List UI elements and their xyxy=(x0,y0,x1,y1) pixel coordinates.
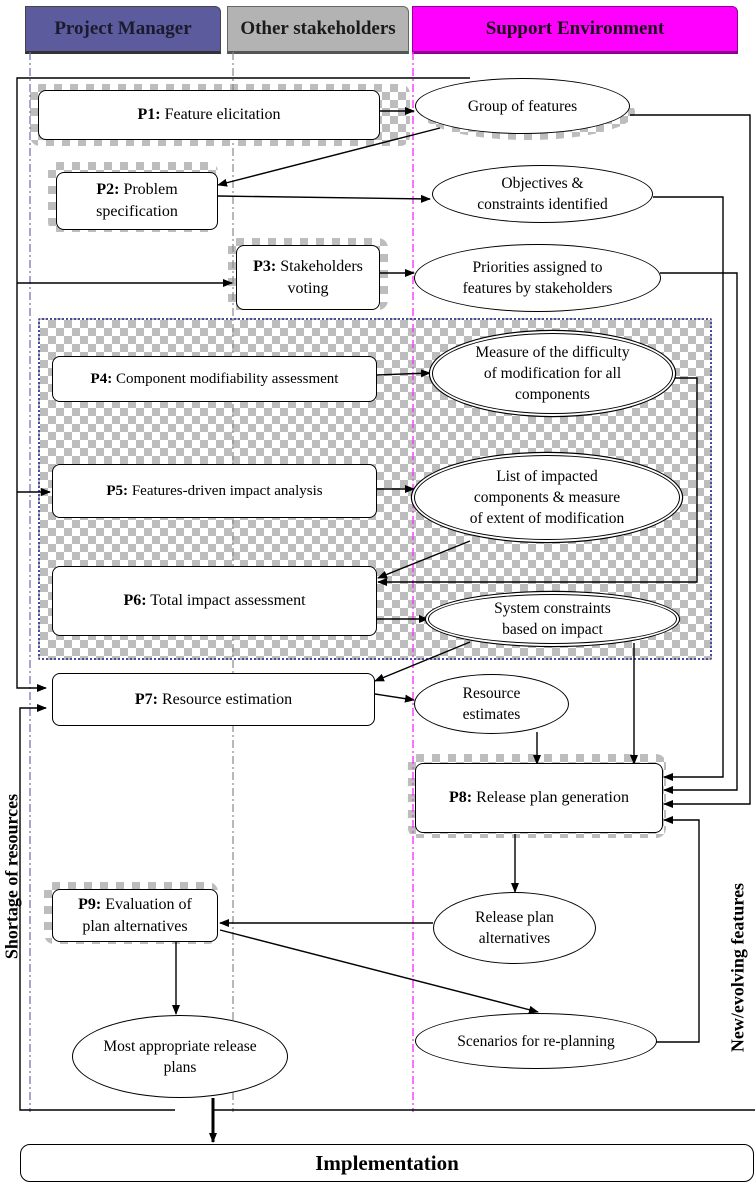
p4-component-modifiability[interactable]: P4: Component modifiability assessment xyxy=(52,356,377,402)
p4-text: Component modifiability assessment xyxy=(115,371,339,387)
implementation-label: Implementation xyxy=(315,1150,459,1175)
system-constraints-line2: based on impact xyxy=(502,621,603,638)
most-appropriate-line2: plans xyxy=(163,1058,197,1076)
shortage-of-resources-label: Shortage of resources xyxy=(2,777,23,977)
artifact-system-constraints[interactable]: System constraints based on impact xyxy=(428,594,677,644)
difficulty-line3: components xyxy=(515,386,590,403)
release-alternatives-line2: alternatives xyxy=(478,930,551,947)
shortage-of-resources-text: Shortage of resources xyxy=(1,793,22,960)
p3-text-line2: voting xyxy=(287,279,329,297)
artifact-difficulty-measure[interactable]: Measure of the difficulty of modification… xyxy=(432,333,673,414)
lane-header-other-stakeholders-label: Other stakeholders xyxy=(240,18,396,39)
p8-text: Release plan generation xyxy=(476,789,629,806)
p6-id: P6: xyxy=(123,592,147,609)
p1-text: Feature elicitation xyxy=(164,106,281,123)
p6-total-impact-assessment[interactable]: P6: Total impact assessment xyxy=(52,566,377,636)
resource-estimates-line2: estimates xyxy=(462,706,521,723)
p9-text-line1: Evaluation of xyxy=(105,895,192,913)
priorities-line2: features by stakeholders xyxy=(462,280,613,297)
most-appropriate-line1: Most appropriate release xyxy=(103,1037,257,1055)
system-constraints-line1: System constraints xyxy=(494,600,611,617)
lane-header-support-environment: Support Environment xyxy=(412,6,738,54)
artifact-objectives-constraints[interactable]: Objectives & constraints identified xyxy=(432,165,653,223)
p6-text: Total impact assessment xyxy=(150,592,306,609)
implementation-box[interactable]: Implementation xyxy=(20,1144,754,1182)
p9-evaluation-of-alternatives[interactable]: P9: Evaluation of plan alternatives xyxy=(52,889,218,942)
p1-feature-elicitation[interactable]: P1: Feature elicitation xyxy=(38,90,380,140)
objectives-line1: Objectives & xyxy=(501,175,584,192)
p8-release-plan-generation[interactable]: P8: Release plan generation xyxy=(415,763,663,833)
artifact-impacted-components[interactable]: List of impacted components & measure of e… xyxy=(414,455,680,540)
artifact-resource-estimates[interactable]: Resource estimates xyxy=(414,674,569,734)
artifact-scenarios-replanning[interactable]: Scenarios for re-planning xyxy=(415,1013,657,1069)
artifact-most-appropriate-plans[interactable]: Most appropriate release plans xyxy=(72,1015,288,1098)
p5-text: Features-driven impact analysis xyxy=(131,483,323,499)
new-evolving-features-label: New/evolving features xyxy=(728,868,749,1068)
p9-text-line2: plan alternatives xyxy=(82,917,188,935)
p7-text: Resource estimation xyxy=(161,690,293,708)
p3-id: P3: xyxy=(253,257,277,275)
p8-id: P8: xyxy=(449,789,473,806)
p5-features-driven-impact[interactable]: P5: Features-driven impact analysis xyxy=(52,464,377,518)
impacted-line2: components & measure xyxy=(473,489,621,506)
p3-stakeholders-voting[interactable]: P3: Stakeholders voting xyxy=(236,245,380,310)
impacted-line3: of extent of modification xyxy=(469,510,625,527)
objectives-line2: constraints identified xyxy=(477,196,608,213)
p2-text-line2: specification xyxy=(96,203,178,220)
new-evolving-features-text: New/evolving features xyxy=(727,882,748,1053)
p1-id: P1: xyxy=(137,106,161,123)
lane-header-project-manager: Project Manager xyxy=(25,6,221,54)
lane-header-project-manager-label: Project Manager xyxy=(54,18,192,39)
p2-id: P2: xyxy=(96,181,120,198)
p2-problem-specification[interactable]: P2: Problem specification xyxy=(56,172,218,230)
lane-header-other-stakeholders: Other stakeholders xyxy=(227,6,409,54)
release-alternatives-line1: Release plan xyxy=(475,909,554,926)
impacted-line1: List of impacted xyxy=(496,468,598,485)
difficulty-line2: of modification for all xyxy=(483,365,622,382)
priorities-line1: Priorities assigned to xyxy=(472,259,603,276)
artifact-release-plan-alternatives[interactable]: Release plan alternatives xyxy=(433,892,596,964)
difficulty-line1: Measure of the difficulty xyxy=(475,344,630,361)
scenarios-text: Scenarios for re-planning xyxy=(457,1032,615,1050)
p5-id: P5: xyxy=(106,483,129,499)
resource-estimates-line1: Resource xyxy=(462,685,521,702)
artifact-group-of-features[interactable]: Group of features xyxy=(415,78,630,134)
p3-text-line1: Stakeholders xyxy=(280,257,363,275)
p4-id: P4: xyxy=(90,371,113,387)
lane-header-support-environment-label: Support Environment xyxy=(485,18,665,39)
artifact-priorities[interactable]: Priorities assigned to features by stakeh… xyxy=(414,244,661,312)
group-features-text: Group of features xyxy=(467,97,578,115)
p7-resource-estimation[interactable]: P7: Resource estimation xyxy=(52,673,375,726)
p9-id: P9: xyxy=(78,895,102,913)
p2-text-line1: Problem xyxy=(123,181,178,198)
p7-id: P7: xyxy=(134,690,158,708)
